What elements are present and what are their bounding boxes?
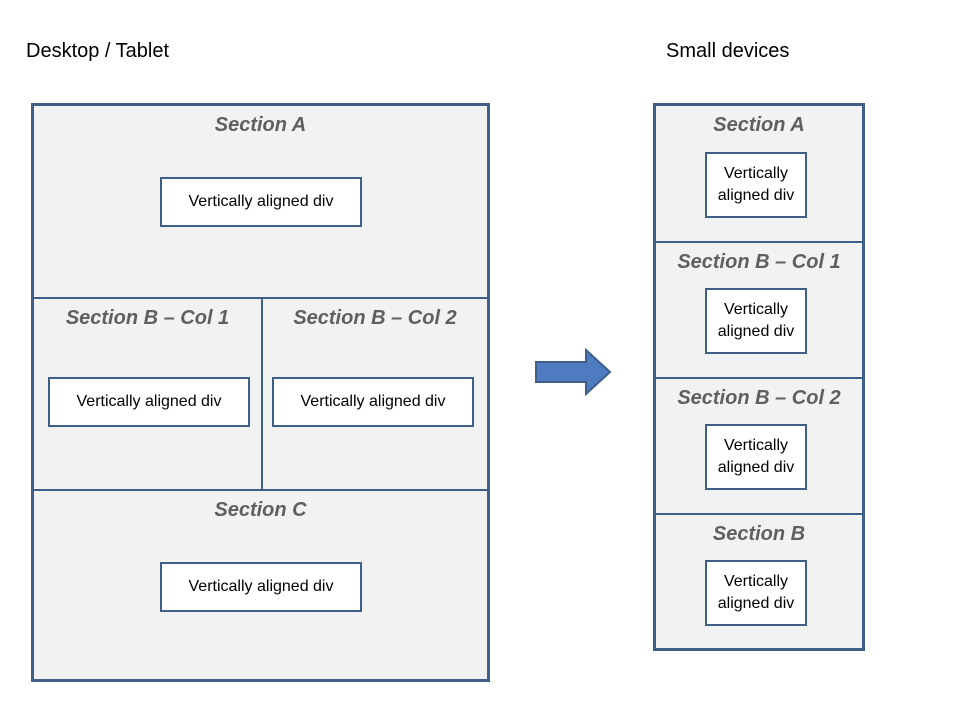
desktop-section-a: Section A Vertically aligned div: [34, 106, 487, 297]
section-title: Section B – Col 1: [65, 307, 230, 329]
vertically-aligned-div: Vertically aligned div: [705, 560, 807, 626]
desktop-tablet-heading: Desktop / Tablet: [26, 40, 170, 62]
section-title: Section B – Col 1: [677, 251, 841, 273]
desktop-section-b-col-1: Section B – Col 1 Vertically aligned div: [34, 299, 261, 489]
section-title: Section A: [214, 114, 307, 136]
mobile-section-a: Section A Vertically aligned div: [656, 106, 862, 241]
small-devices-heading: Small devices: [666, 40, 790, 62]
mobile-section-b-col-2: Section B – Col 2 Vertically aligned div: [656, 379, 862, 513]
right-arrow-icon: [535, 348, 612, 396]
vertically-aligned-div: Vertically aligned div: [160, 562, 362, 612]
vertically-aligned-div: Vertically aligned div: [705, 424, 807, 490]
vertically-aligned-div: Vertically aligned div: [48, 377, 250, 427]
vertically-aligned-div: Vertically aligned div: [705, 152, 807, 218]
section-divider: [34, 297, 487, 299]
vertically-aligned-div: Vertically aligned div: [160, 177, 362, 227]
section-title: Section B – Col 2: [293, 307, 457, 329]
vertically-aligned-div: Vertically aligned div: [705, 288, 807, 354]
vertically-aligned-div: Vertically aligned div: [272, 377, 474, 427]
small-devices-layout-panel: Section A Vertically aligned div Section…: [653, 103, 865, 651]
mobile-section-b-col-1: Section B – Col 1 Vertically aligned div: [656, 243, 862, 377]
section-title: Section B – Col 2: [677, 387, 841, 409]
section-title: Section A: [713, 114, 805, 136]
section-divider: [656, 513, 862, 515]
column-divider: [261, 299, 263, 489]
section-divider: [34, 489, 487, 491]
desktop-section-b-col-2: Section B – Col 2 Vertically aligned div: [263, 299, 487, 489]
mobile-section-b: Section B Vertically aligned div: [656, 515, 862, 648]
desktop-layout-panel: Section A Vertically aligned div Section…: [31, 103, 490, 682]
section-divider: [656, 241, 862, 243]
desktop-section-c: Section C Vertically aligned div: [34, 491, 487, 679]
section-title: Section B: [712, 523, 806, 545]
section-divider: [656, 377, 862, 379]
section-title: Section C: [214, 499, 307, 521]
